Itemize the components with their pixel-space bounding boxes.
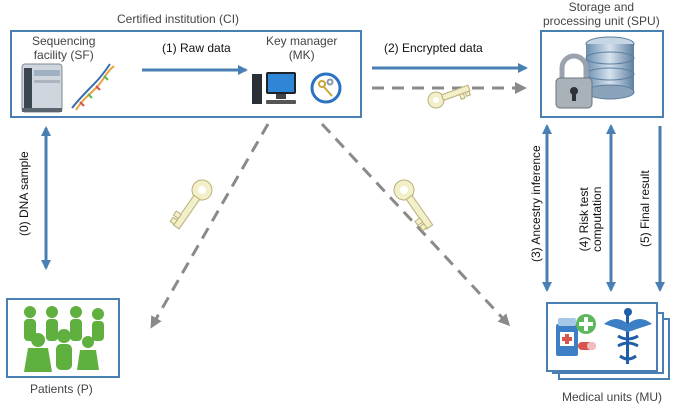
pill-bottles-icon bbox=[556, 314, 596, 356]
people-group-icon bbox=[24, 306, 104, 372]
raw-data-label: (1) Raw data bbox=[162, 41, 231, 55]
certified-institution-box bbox=[10, 30, 362, 118]
encrypted-data-label: (2) Encrypted data bbox=[384, 41, 483, 55]
key-to-patients-dashed-arrow bbox=[150, 123, 270, 329]
mk-label: Key manager (MK) bbox=[266, 34, 338, 62]
key-icon-patients bbox=[169, 179, 213, 230]
key-icon-medical bbox=[393, 179, 434, 232]
key-icon-spu bbox=[427, 84, 471, 109]
ci-label: Certified institution (CI) bbox=[117, 12, 240, 26]
sequencer-icon bbox=[21, 63, 63, 113]
dna-helix-icon bbox=[71, 63, 115, 111]
computer-icon bbox=[252, 72, 296, 104]
key-to-medical-dashed-arrow bbox=[320, 122, 511, 327]
medical-units-box bbox=[546, 302, 658, 372]
sf-label: Sequencing facility (SF) bbox=[32, 34, 96, 62]
database-lock-icon bbox=[555, 36, 635, 109]
patients-label: Patients (P) bbox=[30, 382, 93, 396]
keys-circle-icon bbox=[310, 72, 342, 104]
spu-label: Storage and processing unit (SPU) bbox=[543, 0, 660, 28]
medical-units-label: Medical units (MU) bbox=[562, 390, 663, 404]
caduceus-icon bbox=[604, 308, 652, 364]
